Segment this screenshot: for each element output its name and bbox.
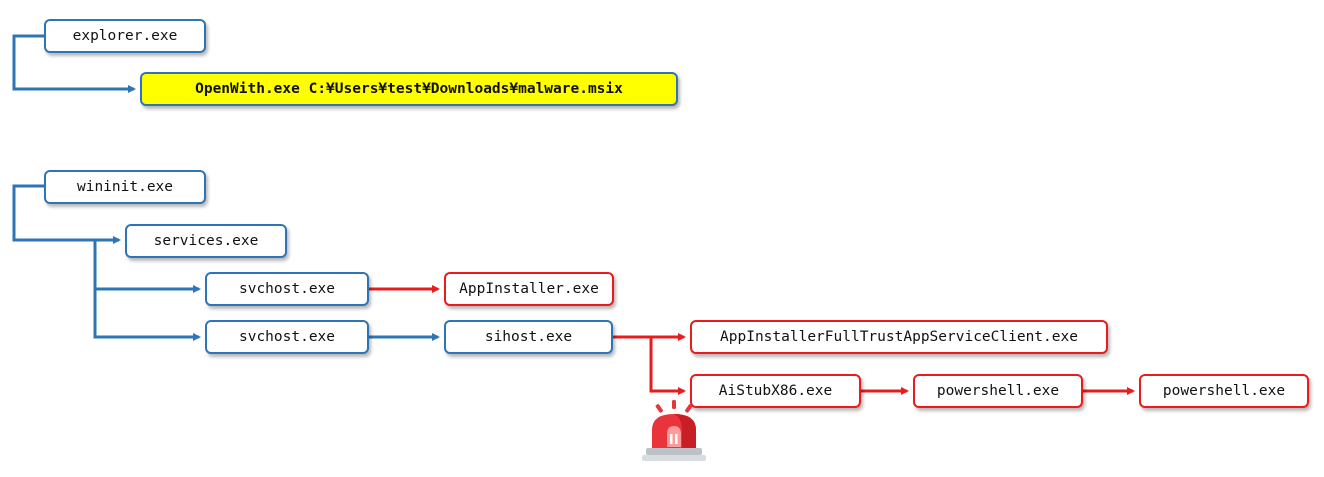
edge-wininit-services: [12, 184, 121, 244]
process-node-powershell-1: powershell.exe: [913, 374, 1083, 408]
process-node-explorer: explorer.exe: [44, 19, 206, 53]
process-node-powershell-2: powershell.exe: [1139, 374, 1309, 408]
process-node-appinstaller: AppInstaller.exe: [444, 272, 614, 306]
process-node-fulltrust: AppInstallerFullTrustAppServiceClient.ex…: [690, 320, 1108, 354]
process-node-svchost-2: svchost.exe: [205, 320, 369, 354]
process-node-aistub: AiStubX86.exe: [690, 374, 861, 408]
process-node-services: services.exe: [125, 224, 287, 258]
process-node-wininit: wininit.exe: [44, 170, 206, 204]
edge-explorer-openwith: [12, 34, 136, 93]
edge-sihost-aistub: [649, 337, 686, 395]
process-node-svchost-1: svchost.exe: [205, 272, 369, 306]
edge-services-svchost-2: [93, 289, 201, 341]
process-node-openwith: OpenWith.exe C:¥Users¥test¥Downloads¥mal…: [140, 72, 678, 106]
siren-icon: [642, 400, 706, 461]
process-node-sihost: sihost.exe: [444, 320, 613, 354]
